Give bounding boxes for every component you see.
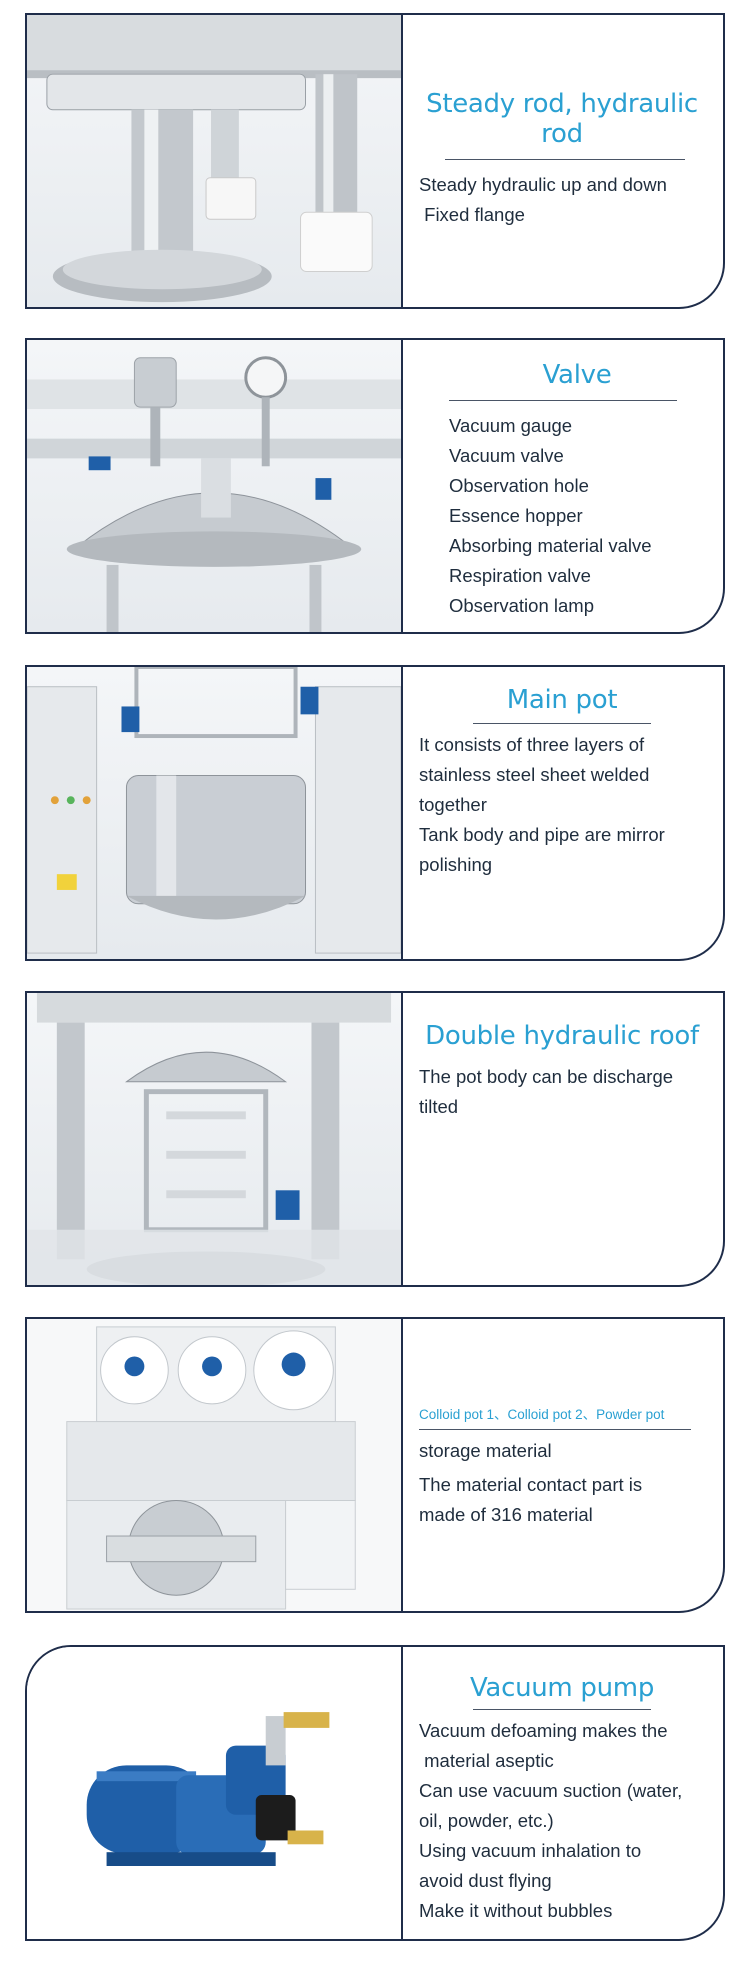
- feature-line: The pot body can be discharge: [419, 1066, 674, 1087]
- feature-card-vacuum-pump: Vacuum pump Vacuum defoaming makes the m…: [25, 1645, 725, 1941]
- feature-line: Fixed flange: [419, 204, 525, 225]
- feature-line: avoid dust flying: [419, 1870, 552, 1891]
- feature-line: storage material: [419, 1440, 552, 1461]
- feature-card-valve: Valve Vacuum gauge Vacuum valve Observat…: [25, 338, 725, 634]
- feature-line: The material contact part is: [419, 1474, 643, 1495]
- feature-line: polishing: [419, 854, 493, 875]
- feature-line: made of 316 material: [419, 1504, 593, 1525]
- feature-line: Tank body and pipe are mirror: [419, 824, 665, 845]
- feature-line: Vacuum defoaming makes the: [419, 1720, 668, 1741]
- feature-line: Vacuum gauge: [449, 415, 573, 436]
- valve-text: Valve Vacuum gauge Vacuum valve Observat…: [403, 340, 723, 632]
- valve-photo: [27, 340, 403, 632]
- vacuum-pump-photo: [27, 1647, 403, 1939]
- feature-line: Respiration valve: [449, 565, 591, 586]
- pot-list-subtitle: Colloid pot 1、Colloid pot 2、Powder pot: [419, 1407, 665, 1422]
- feature-line: Observation hole: [449, 475, 589, 496]
- feature-line: It consists of three layers of: [419, 734, 645, 755]
- feature-line: together: [419, 794, 487, 815]
- feature-line: stainless steel sheet welded: [419, 764, 650, 785]
- storage-pots-photo: [27, 1319, 403, 1611]
- steady-rod-text: Steady rod, hydraulic rod Steady hydraul…: [403, 15, 723, 307]
- main-pot-text: Main pot It consists of three layers of …: [403, 667, 723, 959]
- storage-pots-text: Colloid pot 1、Colloid pot 2、Powder pot s…: [403, 1319, 723, 1611]
- section-title: Double hydraulic roof: [425, 1021, 699, 1051]
- feature-line: tilted: [419, 1096, 459, 1117]
- main-pot-photo: [27, 667, 403, 959]
- title-divider: [473, 723, 651, 724]
- feature-line: Essence hopper: [449, 505, 583, 526]
- feature-card-double-hydraulic-roof: Double hydraulic roof The pot body can b…: [25, 991, 725, 1287]
- section-title: Vacuum pump: [469, 1673, 655, 1703]
- steady-rod-photo: [27, 15, 403, 307]
- feature-line: Make it without bubbles: [419, 1900, 613, 1921]
- section-title: Steady rod, hydraulic rod: [426, 89, 698, 149]
- feature-line: Absorbing material valve: [449, 535, 652, 556]
- title-divider: [473, 1709, 651, 1710]
- title-divider: [449, 400, 677, 401]
- title-divider: [445, 159, 685, 160]
- hydraulic-roof-photo: [27, 993, 403, 1285]
- feature-line: Steady hydraulic up and down: [419, 174, 667, 195]
- feature-line: oil, powder, etc.): [419, 1810, 554, 1831]
- feature-card-steady-rod: Steady rod, hydraulic rod Steady hydraul…: [25, 13, 725, 309]
- title-divider: [419, 1429, 691, 1430]
- feature-line: Using vacuum inhalation to: [419, 1840, 642, 1861]
- section-title: Main pot: [506, 685, 618, 715]
- feature-line: Observation lamp: [449, 595, 594, 616]
- title-divider: [429, 1055, 695, 1056]
- feature-card-main-pot: Main pot It consists of three layers of …: [25, 665, 725, 961]
- feature-card-storage-pots: Colloid pot 1、Colloid pot 2、Powder pot s…: [25, 1317, 725, 1613]
- section-title: Valve: [542, 360, 612, 390]
- feature-line: Vacuum valve: [449, 445, 564, 466]
- feature-line: material aseptic: [419, 1750, 554, 1771]
- vacuum-pump-text: Vacuum pump Vacuum defoaming makes the m…: [403, 1647, 723, 1939]
- hydraulic-roof-text: Double hydraulic roof The pot body can b…: [403, 993, 723, 1285]
- feature-line: Can use vacuum suction (water,: [419, 1780, 683, 1801]
